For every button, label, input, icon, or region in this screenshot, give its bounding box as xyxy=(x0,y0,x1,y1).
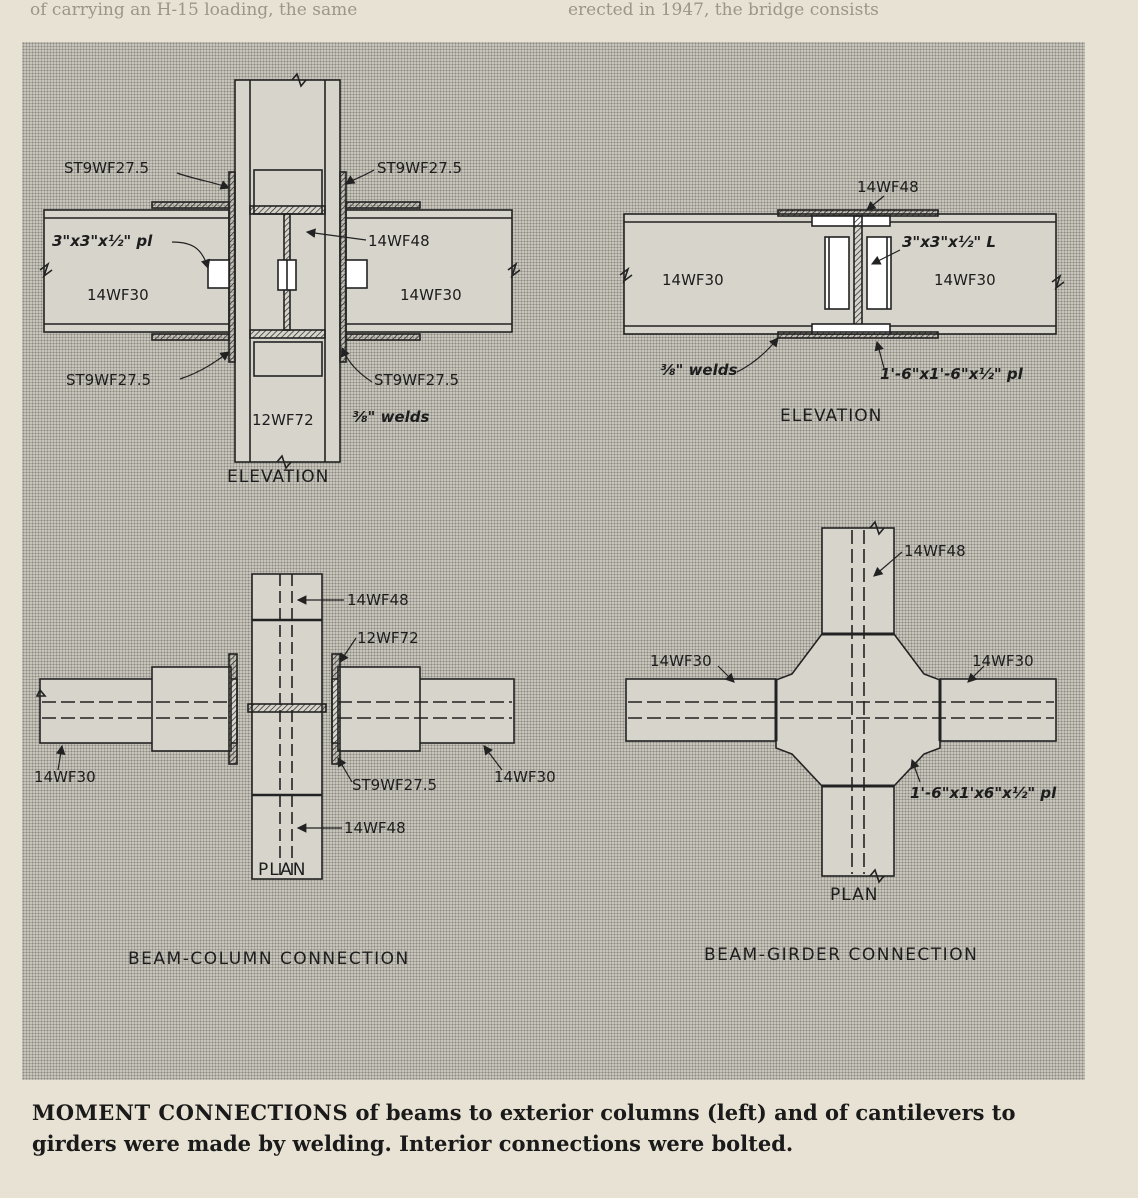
welds-label-left: ⅜" welds xyxy=(352,408,429,426)
column-label-plan: 12WF72 xyxy=(357,629,419,647)
connection-figure: ST9WF27.5 ST9WF27.5 3"x3"x½" pl 14WF48 1… xyxy=(22,42,1085,1080)
title-beam-column: BEAM-COLUMN CONNECTION xyxy=(128,949,410,969)
beam-column-elevation-labels: ST9WF27.5 ST9WF27.5 3"x3"x½" pl 14WF48 1… xyxy=(52,159,462,487)
caption-body: of beams to exterior columns (left) and … xyxy=(32,1100,1016,1156)
bleed-text-right: erected in 1947, the bridge consists xyxy=(568,0,879,20)
plate-label-plan-girder: 1'-6"x1'x6"x½" pl xyxy=(910,784,1057,802)
beam-column-elevation xyxy=(39,72,521,470)
beam-left-14wf30 xyxy=(43,209,230,333)
tee-label-plan: ST9WF27.5 xyxy=(352,776,437,794)
title-beam-girder: BEAM-GIRDER CONNECTION xyxy=(704,945,978,965)
view-label-plan-left: PLAN xyxy=(258,860,306,880)
beam-label-plan-girder-right: 14WF30 xyxy=(972,652,1034,670)
beam-label-left: 14WF30 xyxy=(87,286,149,304)
beam-label-right: 14WF30 xyxy=(400,286,462,304)
column-label: 12WF72 xyxy=(252,411,314,429)
beam-column-plan-labels: 14WF48 12WF72 14WF30 ST9WF27.5 14WF30 14… xyxy=(34,591,556,880)
st-label-top-right: ST9WF27.5 xyxy=(377,159,462,177)
girder-label-right-elevation: 14WF48 xyxy=(857,178,919,196)
figure-caption: MOMENT CONNECTIONS of beams to exterior … xyxy=(32,1097,1092,1159)
beam-label-plan-girder-left: 14WF30 xyxy=(650,652,712,670)
st-label-bottom-left: ST9WF27.5 xyxy=(66,371,151,389)
girder-label-plan-bottom: 14WF48 xyxy=(344,819,406,837)
beam-right-14wf30 xyxy=(345,209,513,333)
view-label-elevation-left: ELEVATION xyxy=(227,467,329,487)
view-label-plan-right: PLAN xyxy=(830,885,878,905)
beam-label-girder-left: 14WF30 xyxy=(662,271,724,289)
plate-label: 3"x3"x½" pl xyxy=(52,232,153,250)
beam-girder-plan xyxy=(625,520,1057,884)
caption-lead: MOMENT CONNECTIONS xyxy=(32,1100,349,1125)
bleed-text-left: of carrying an H-15 loading, the same xyxy=(30,0,358,20)
angle-label: 3"x3"x½" L xyxy=(902,233,996,251)
beam-girder-elevation xyxy=(619,209,1065,339)
beam-label-plan-left: 14WF30 xyxy=(34,768,96,786)
girder-label-plan-right: 14WF48 xyxy=(904,542,966,560)
girder-label-plan-top: 14WF48 xyxy=(347,591,409,609)
beam-girder-elevation-labels: 14WF48 3"x3"x½" L 14WF30 14WF30 ⅜" welds… xyxy=(660,178,1024,426)
st-label-top-left: ST9WF27.5 xyxy=(64,159,149,177)
plate-label-girder: 1'-6"x1'-6"x½" pl xyxy=(880,365,1024,383)
welds-label-right: ⅜" welds xyxy=(660,361,737,379)
drawing-canvas: ST9WF27.5 ST9WF27.5 3"x3"x½" pl 14WF48 1… xyxy=(34,72,1065,969)
st-label-bottom-right: ST9WF27.5 xyxy=(374,371,459,389)
beam-label-girder-right: 14WF30 xyxy=(934,271,996,289)
beam-label-plan-right: 14WF30 xyxy=(494,768,556,786)
girder-label-elevation: 14WF48 xyxy=(368,232,430,250)
beam-girder-plan-labels: 14WF48 14WF30 14WF30 1'-6"x1'x6"x½" pl P… xyxy=(650,542,1057,905)
beam-column-plan xyxy=(35,573,515,880)
view-label-elevation-right: ELEVATION xyxy=(780,406,882,426)
